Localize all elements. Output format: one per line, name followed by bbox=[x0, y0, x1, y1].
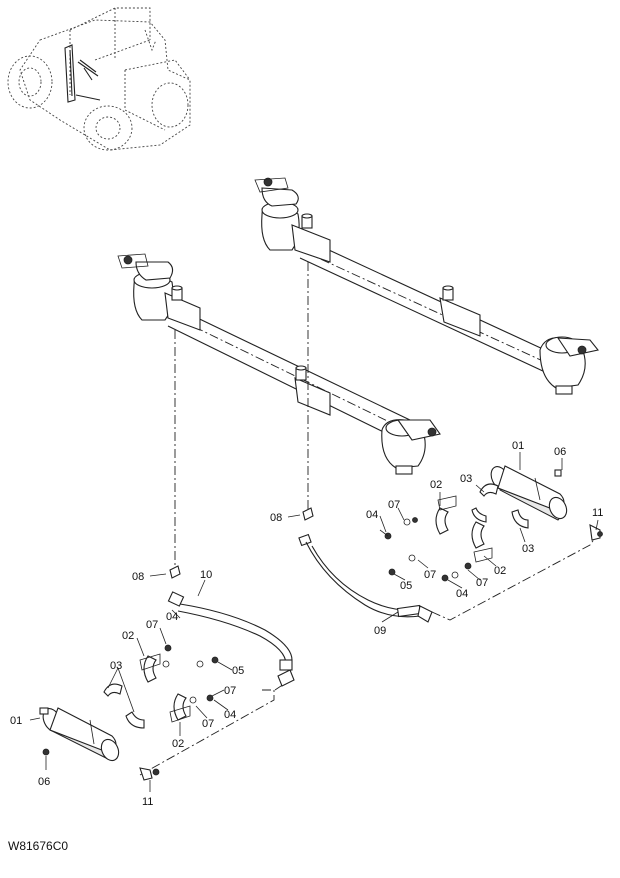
callout-07-left-low: 07 bbox=[202, 718, 214, 730]
callout-02-right-top: 02 bbox=[430, 479, 442, 491]
callout-09: 09 bbox=[374, 625, 386, 637]
callout-06-right: 06 bbox=[554, 446, 566, 458]
callout-08-right: 08 bbox=[270, 512, 282, 524]
callout-02-left-top: 02 bbox=[122, 630, 134, 642]
callout-01-left: 01 bbox=[10, 715, 22, 727]
callout-02-left-low: 02 bbox=[172, 738, 184, 750]
callout-03-left: 03 bbox=[110, 660, 122, 672]
callout-05-right: 05 bbox=[400, 580, 412, 592]
callout-02-right-mid: 02 bbox=[494, 565, 506, 577]
callout-11-right: 11 bbox=[592, 507, 603, 519]
callout-07-right-low: 07 bbox=[476, 577, 488, 589]
fasteners-right bbox=[379, 517, 603, 582]
callout-07-left-mid: 07 bbox=[224, 685, 236, 697]
callout-04-right-low: 04 bbox=[456, 588, 468, 600]
callout-04-left-top: 04 bbox=[166, 611, 178, 623]
callout-03-right-top: 03 bbox=[460, 473, 472, 485]
callout-05-left: 05 bbox=[232, 665, 244, 677]
callout-04-left-low: 04 bbox=[224, 709, 236, 721]
steering-cylinder-rear bbox=[254, 177, 599, 395]
callout-labels: 01 06 02 03 07 04 08 11 03 07 02 05 07 0… bbox=[10, 440, 603, 808]
leader-lines bbox=[29, 452, 599, 792]
callout-01-right: 01 bbox=[512, 440, 524, 452]
callout-08-left: 08 bbox=[132, 571, 144, 583]
accumulator-left bbox=[39, 707, 120, 762]
connection-lines bbox=[139, 262, 598, 776]
callout-03-right-mid: 03 bbox=[522, 543, 534, 555]
clamps-right bbox=[435, 483, 529, 563]
callout-06-left: 06 bbox=[38, 776, 50, 788]
hose-09 bbox=[298, 507, 433, 623]
callout-07-right-top: 07 bbox=[388, 499, 400, 511]
accumulator-right bbox=[490, 465, 568, 521]
machine-overview-thumbnail bbox=[7, 7, 191, 151]
callout-10: 10 bbox=[200, 569, 212, 581]
drawing-code: W81676C0 bbox=[8, 839, 68, 853]
callout-07-left-top: 07 bbox=[146, 619, 158, 631]
callout-11-left: 11 bbox=[142, 796, 153, 808]
callout-04-right-top: 04 bbox=[366, 509, 378, 521]
callout-07-right-mid: 07 bbox=[424, 569, 436, 581]
steering-cylinder-front bbox=[117, 253, 441, 475]
fasteners-left bbox=[42, 644, 219, 781]
hose-10 bbox=[167, 565, 295, 687]
